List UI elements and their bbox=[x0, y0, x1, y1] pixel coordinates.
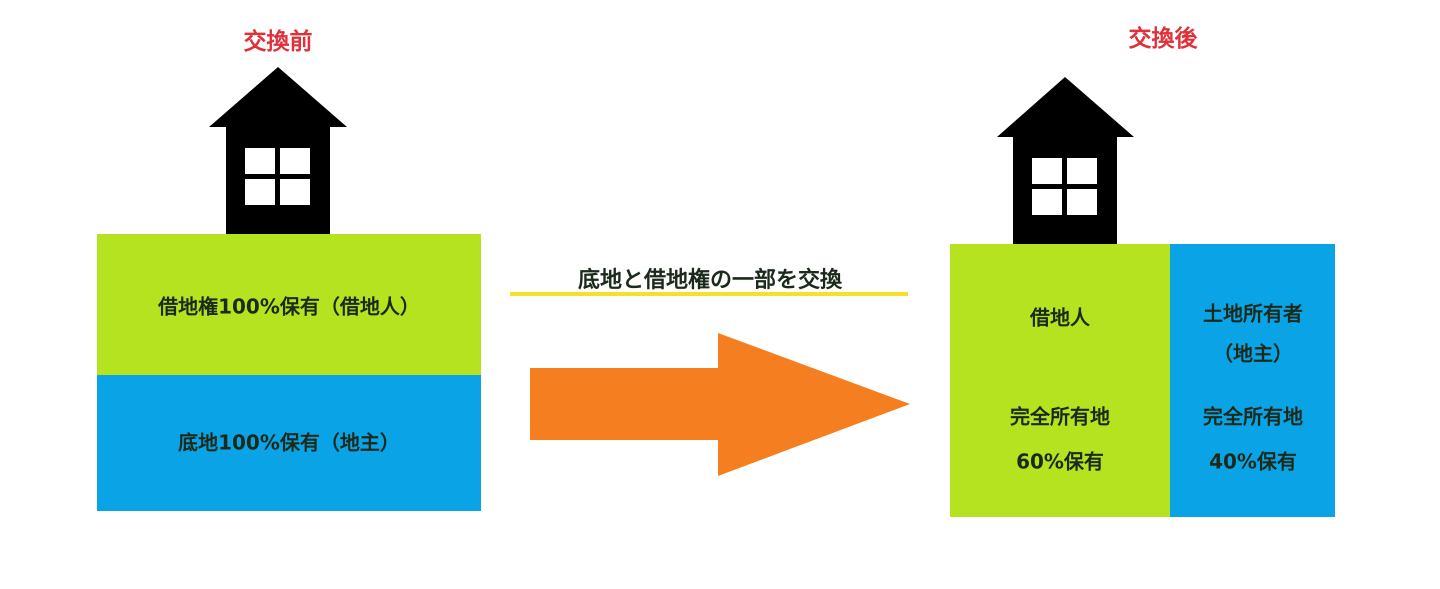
tenant-name: 借地人 bbox=[1030, 305, 1090, 330]
leasehold-label: 借地権100%保有（借地人） bbox=[158, 294, 420, 319]
exchange-label: 底地と借地権の一部を交換 bbox=[577, 268, 843, 293]
house-after-icon bbox=[997, 77, 1134, 245]
owner-block bbox=[1170, 244, 1335, 517]
right-arrow-icon bbox=[530, 333, 910, 476]
owner-share: 40%保有 bbox=[1209, 449, 1297, 474]
after-title: 交換後 bbox=[1128, 26, 1198, 52]
tenant-share: 60%保有 bbox=[1016, 449, 1104, 474]
owner-alias: （地主） bbox=[1213, 341, 1293, 366]
owner-type: 完全所有地 bbox=[1203, 404, 1303, 429]
land-label: 底地100%保有（地主） bbox=[178, 430, 400, 455]
land-block bbox=[97, 375, 481, 511]
owner-name: 土地所有者 bbox=[1203, 301, 1303, 326]
tenant-block bbox=[950, 244, 1170, 517]
tenant-type: 完全所有地 bbox=[1010, 404, 1110, 429]
leasehold-block bbox=[97, 234, 481, 375]
exchange-underline bbox=[510, 292, 908, 296]
house-before-icon bbox=[209, 67, 347, 235]
before-title: 交換前 bbox=[243, 29, 313, 55]
